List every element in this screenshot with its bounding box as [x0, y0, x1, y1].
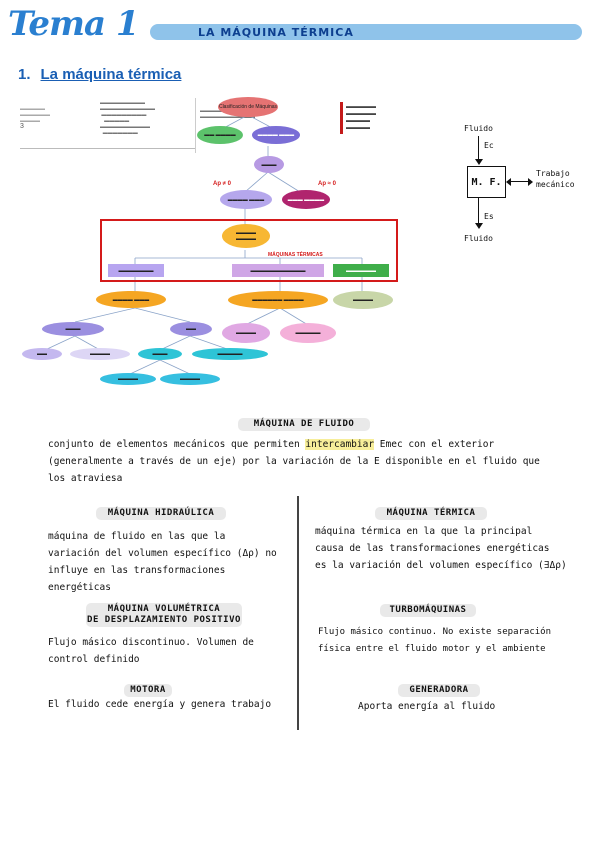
title-underline-bar	[150, 24, 582, 40]
volumetric-paragraph: Flujo másico discontinuo. Volumen de con…	[48, 634, 293, 668]
mf-arrow-work-head-l	[506, 178, 511, 186]
heading-thermal-machine: MÁQUINA TÉRMICA	[375, 507, 487, 520]
heading-generator: GENERADORA	[398, 684, 480, 697]
mf-fluid-in-label: Fluido	[464, 124, 493, 133]
diagram-node: ▬▬ ▬▬▬▬	[197, 126, 243, 144]
heading-hydraulic-machine: MÁQUINA HIDRAÚLICA	[96, 507, 226, 520]
diagram-node: ▬▬▬▬	[333, 291, 393, 309]
definition-line: conjunto de elementos mecánicos que perm…	[48, 439, 495, 450]
diagram-node: ▬▬▬▬▬▬▬▬▬▬▬	[232, 264, 324, 277]
text-line: Flujo másico discontinuo. Volumen de	[48, 637, 254, 648]
diagram-node: ▬▬▬▬▬▬ ▬▬▬▬	[228, 291, 328, 309]
diagram-node: ▬▬▬▬ ▬▬▬	[252, 126, 300, 144]
diagram-node: ▬▬▬▬▬	[192, 348, 268, 360]
motor-paragraph: El fluido cede energía y genera trabajo	[48, 699, 272, 710]
section-heading: 1. La máquina térmica	[18, 66, 181, 83]
mf-arrow-work	[507, 181, 531, 183]
text-line: causa de las transformaciones energética…	[315, 543, 550, 554]
diagram-node: ▬▬▬▬▬▬▬▬	[222, 224, 270, 248]
text-line: máquina de fluido en las que la	[48, 531, 226, 542]
mf-arrow-in	[478, 136, 480, 163]
text-line: control definido	[48, 654, 140, 665]
diagram-node: ▬▬▬▬▬▬▬	[108, 264, 164, 277]
mf-fluid-out-label: Fluido	[464, 234, 493, 243]
diagram-label-right: Ap ≈ 0	[318, 181, 336, 187]
mf-arrow-out-head	[475, 223, 483, 229]
text-line: física entre el fluido motor y el ambien…	[318, 644, 546, 654]
heading-motor: MOTORA	[124, 684, 172, 697]
mf-es-label: Es	[484, 212, 494, 221]
text-line: es la variación del volumen específico (…	[315, 560, 567, 571]
diagram-node: ▬▬▬▬▬▬	[333, 264, 389, 277]
diagram-node: ▬▬▬▬	[100, 373, 156, 385]
section-title: La máquina térmica	[40, 66, 182, 83]
diagram-node: ▬▬▬ ▬▬▬▬	[282, 190, 330, 209]
text-line: máquina térmica en la que la principal	[315, 526, 533, 537]
column-divider	[297, 496, 299, 730]
diagram-node: ▬▬	[22, 348, 62, 360]
diagram-node: ▬▬▬▬	[222, 323, 270, 343]
text-line: influye en las transformaciones energéti…	[48, 565, 226, 593]
diagram-node-root: Clasificación de Máquinas	[218, 97, 278, 117]
text-line: variación del volumen específico (Δρ) no	[48, 548, 277, 559]
mf-arrow-out	[478, 198, 480, 225]
heading-volumetric-machine: MÁQUINA VOLUMÉTRICA DE DESPLAZAMIENTO PO…	[86, 603, 242, 627]
definition-line: los atraviesa	[48, 473, 123, 484]
mf-ec-label: Ec	[484, 141, 494, 150]
diagram-node: ▬▬▬▬	[160, 373, 220, 385]
text-line: Flujo másico continuo. No existe separac…	[318, 627, 551, 637]
mf-work-label: Trabajo mecánico	[536, 169, 575, 189]
heading-line: DE DESPLAZAMIENTO POSITIVO	[87, 615, 241, 625]
diagram-node: ▬▬▬	[138, 348, 182, 360]
diagram-label-left: Ap ≠ 0	[213, 181, 231, 187]
mf-box: M. F.	[467, 166, 506, 198]
diagram-node: ▬▬▬	[254, 156, 284, 173]
mf-arrow-work-head-r	[528, 178, 533, 186]
diagram-node: ▬▬▬▬▬	[280, 323, 336, 343]
diagram-node: ▬▬▬▬ ▬▬▬	[96, 291, 166, 308]
diagram-connectors	[44, 114, 363, 375]
diagram-node: ▬▬▬	[42, 322, 104, 336]
generator-paragraph: Aporta energía al fluido	[358, 701, 496, 712]
definition-line: (generalmente a través de un eje) por la…	[48, 456, 540, 467]
diagram-node: ▬▬▬▬	[70, 348, 130, 360]
page-title: Tema 1	[8, 4, 140, 44]
section-number: 1.	[18, 66, 31, 83]
highlighted-word: intercambiar	[305, 439, 375, 450]
thumbnail-rule	[20, 148, 195, 149]
page-subtitle: LA MÁQUINA TÉRMICA	[198, 26, 354, 39]
mf-arrow-in-head	[475, 159, 483, 165]
heading-line: MÁQUINA VOLUMÉTRICA	[107, 604, 221, 614]
heading-turbomachines: TURBOMÁQUINAS	[380, 604, 476, 617]
thumbnail-divider	[195, 98, 196, 153]
thermal-paragraph: máquina térmica en la que la principal c…	[315, 523, 585, 574]
logo-mark	[340, 102, 343, 134]
heading-fluid-machine: MÁQUINA DE FLUIDO	[238, 418, 370, 431]
highlight-frame-thermal	[100, 219, 398, 282]
turbomachines-paragraph: Flujo másico continuo. No existe separac…	[318, 624, 588, 658]
diagram-node: ▬▬▬▬ ▬▬▬	[220, 190, 272, 209]
hydraulic-paragraph: máquina de fluido en las que la variació…	[48, 528, 293, 596]
diagram-heading-thermal: MÁQUINAS TÉRMICAS	[268, 252, 323, 258]
definition-paragraph: conjunto de elementos mecánicos que perm…	[48, 436, 578, 487]
diagram-node: ▬▬	[170, 322, 212, 336]
